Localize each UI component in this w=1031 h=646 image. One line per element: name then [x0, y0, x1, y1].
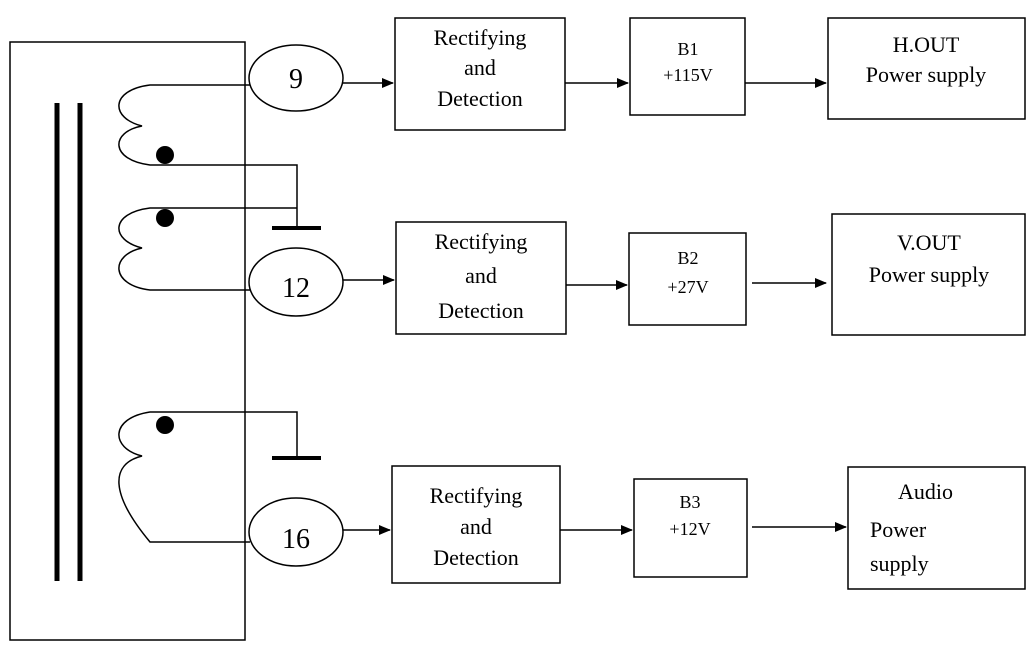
rectifier-block-3 [391, 465, 561, 584]
bus-b1-name: B1 [677, 39, 698, 59]
winding-2-coil [118, 207, 297, 291]
bus-b2-voltage: +27V [667, 277, 708, 297]
winding-3-coil [118, 411, 298, 543]
audio-line-2: Power [870, 517, 927, 542]
pin-16-label: 16 [282, 524, 310, 555]
pin-12-terminal [248, 247, 344, 317]
winding-2-polarity-dot [156, 209, 174, 227]
rectifier-3-line-1: Rectifying [430, 483, 523, 508]
bus-b1-voltage: +115V [663, 65, 712, 85]
pin-16-terminal [248, 497, 344, 567]
bus-block-b1 [629, 17, 746, 116]
transformer-body [9, 41, 246, 641]
bus-block-b3 [633, 478, 748, 578]
hout-line-1: H.OUT [893, 32, 960, 57]
rectifier-2-line-2: and [465, 263, 497, 288]
channel-3: 16 Rectifying and Detection B3 +12V Audi… [248, 465, 1026, 590]
rectifier-2-line-3: Detection [438, 298, 524, 323]
channel-1: 9 Rectifying and Detection B1 +115V H.OU… [248, 17, 1026, 131]
audio-line-1: Audio [898, 479, 953, 504]
rectifier-1-line-2: and [464, 55, 496, 80]
rectifier-3-line-2: and [460, 514, 492, 539]
vout-line-2: Power supply [869, 262, 989, 287]
bus-block-b2 [628, 232, 747, 326]
pin-12-label: 12 [282, 273, 310, 304]
pin-9-terminal [248, 44, 344, 112]
output-block-hout [827, 17, 1026, 120]
output-block-audio [847, 466, 1026, 590]
bus-b3-voltage: +12V [669, 519, 710, 539]
channel-2: 12 Rectifying and Detection B2 +27V V.OU… [248, 213, 1026, 336]
winding-1 [118, 84, 321, 230]
winding-1-coil [118, 84, 298, 228]
rectifier-block-1 [394, 17, 566, 131]
rectifier-3-line-3: Detection [433, 545, 519, 570]
rectifier-1-line-3: Detection [437, 86, 523, 111]
winding-3-polarity-dot [156, 416, 174, 434]
winding-1-polarity-dot [156, 146, 174, 164]
hout-line-2: Power supply [866, 62, 986, 87]
output-block-vout [831, 213, 1026, 336]
winding-2 [118, 207, 297, 291]
pin-9-label: 9 [289, 64, 303, 95]
rectifier-block-2 [395, 221, 567, 335]
rectifier-2-line-1: Rectifying [435, 229, 528, 254]
bus-b2-name: B2 [677, 248, 698, 268]
audio-line-3: supply [870, 551, 929, 576]
bus-b3-name: B3 [679, 492, 700, 512]
winding-3 [118, 411, 321, 543]
vout-line-1: V.OUT [897, 230, 961, 255]
rectifier-1-line-1: Rectifying [434, 25, 527, 50]
